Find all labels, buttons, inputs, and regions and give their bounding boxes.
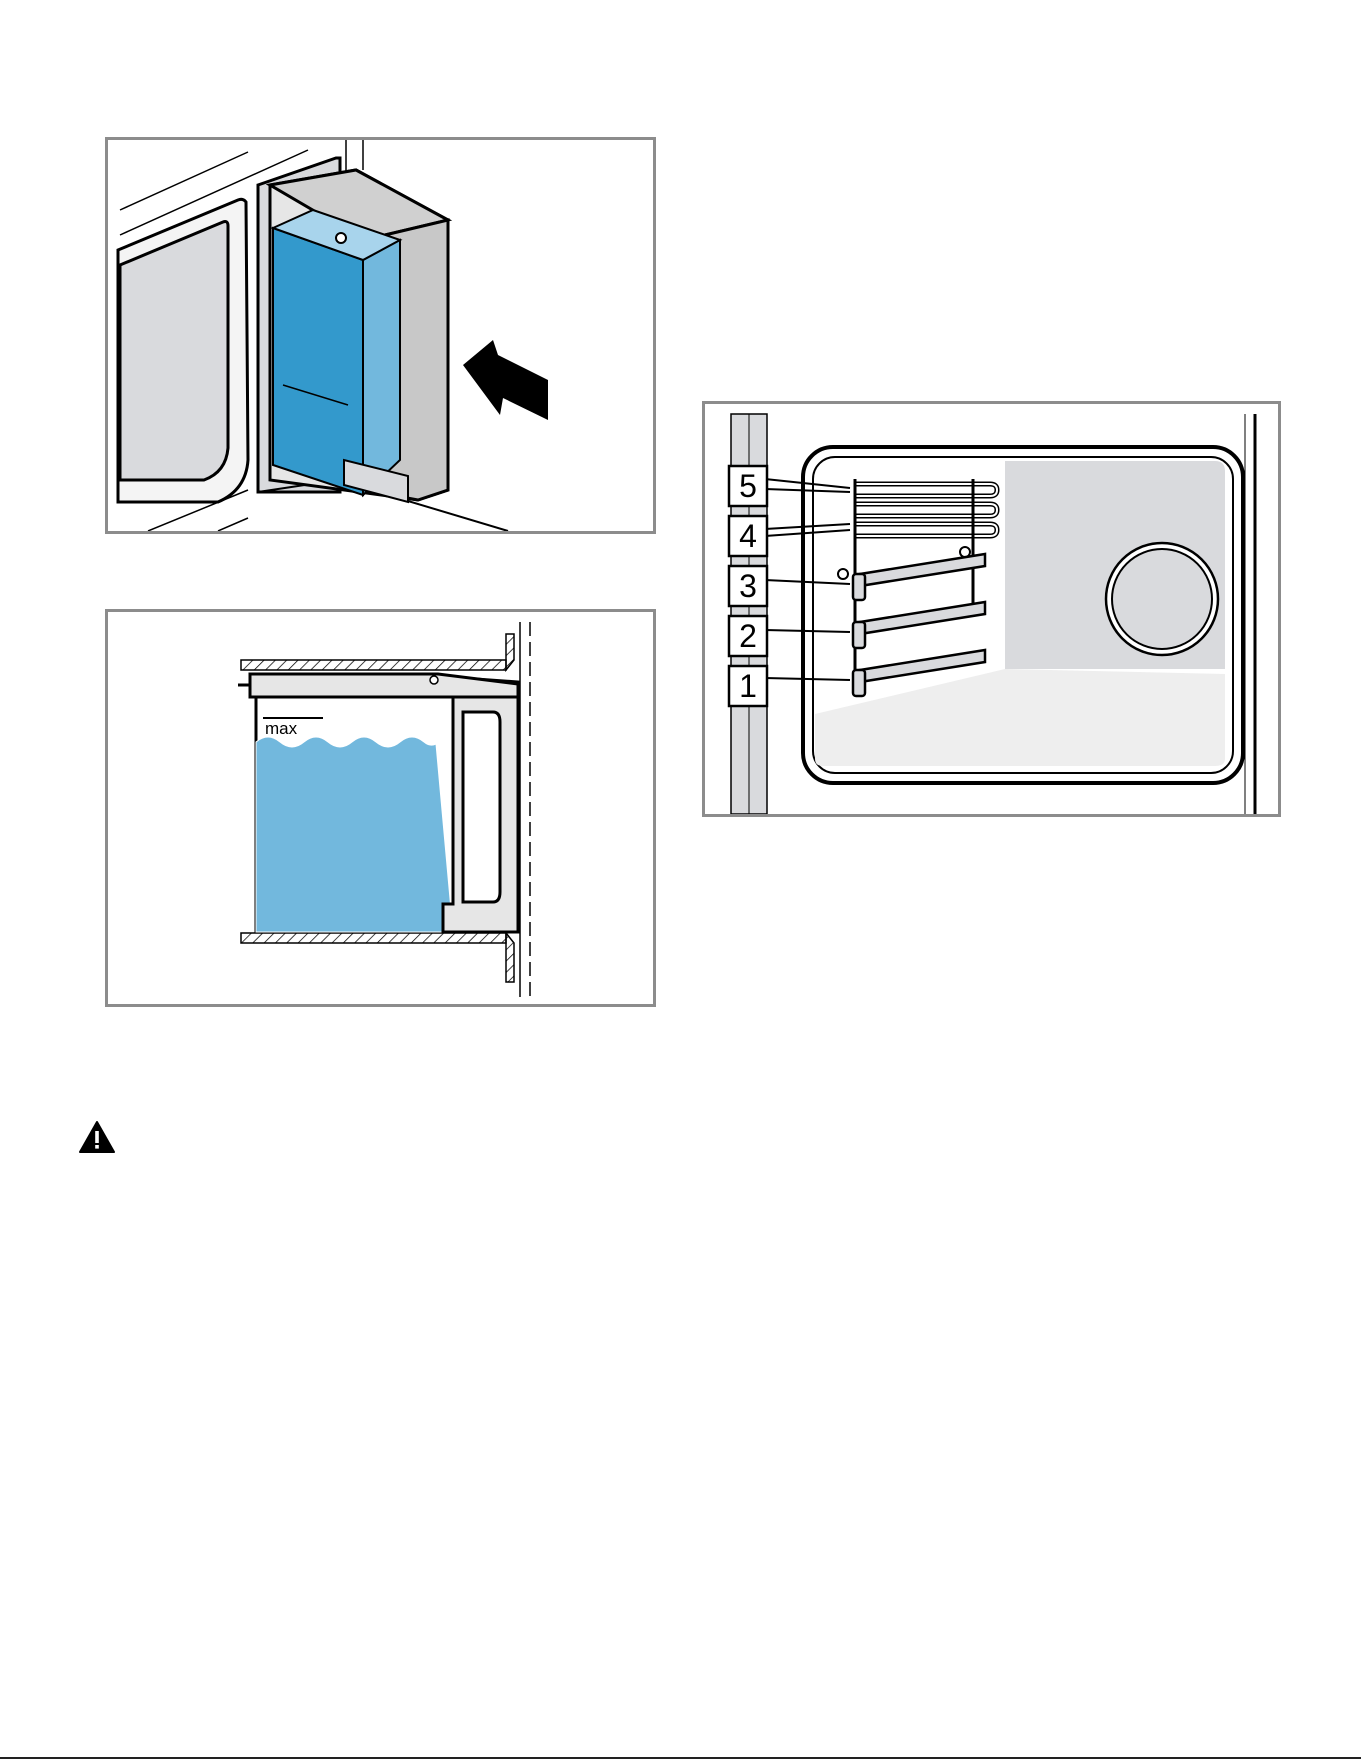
svg-text:4: 4 <box>739 518 757 554</box>
level-label-2: 2 <box>729 616 767 656</box>
level-label-4: 4 <box>729 516 767 556</box>
rack-levels-illustration: 5 4 3 2 1 <box>705 404 1278 814</box>
rack-levels-figure: 5 4 3 2 1 <box>702 401 1281 817</box>
level-label-5: 5 <box>729 466 767 506</box>
tank-level-figure: max <box>105 609 656 1007</box>
svg-text:2: 2 <box>739 618 757 654</box>
level-label-3: 3 <box>729 566 767 606</box>
tank-insert-figure <box>105 137 656 534</box>
level-label-1: 1 <box>729 666 767 706</box>
tank-insert-illustration <box>108 140 653 531</box>
footer-rule <box>0 1757 1361 1759</box>
tank-level-illustration: max <box>108 612 653 1004</box>
svg-text:1: 1 <box>739 668 757 704</box>
max-label: max <box>265 719 298 738</box>
svg-text:5: 5 <box>739 468 757 504</box>
svg-text:3: 3 <box>739 568 757 604</box>
warning-triangle-icon <box>78 1120 116 1154</box>
